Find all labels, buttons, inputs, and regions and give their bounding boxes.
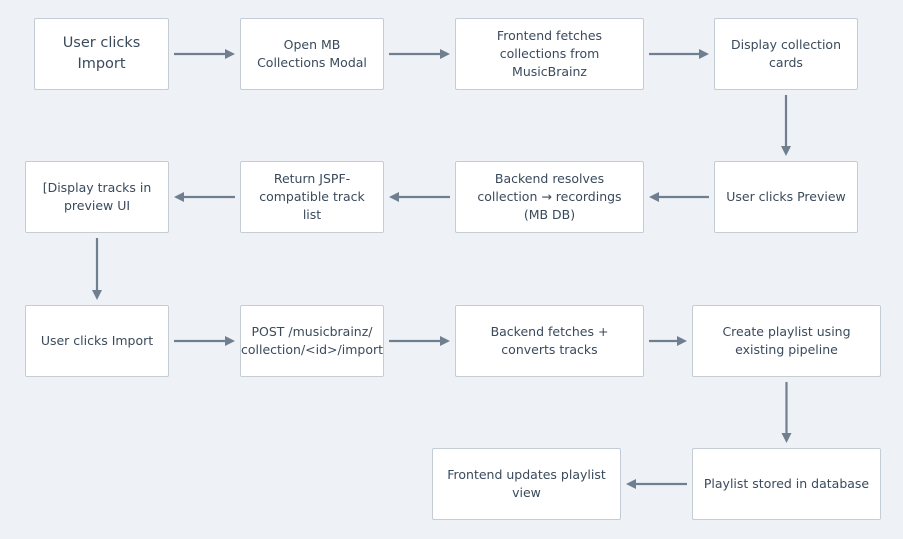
arrowhead-n8-to-n9 [92, 290, 102, 300]
arrowhead-n2-to-n3 [440, 49, 450, 59]
node-user-clicks-import-start: User clicks Import [34, 18, 169, 90]
arrowhead-n4-to-n5 [781, 146, 791, 156]
node-playlist-stored: Playlist stored in database [692, 448, 881, 520]
node-open-mb-collections-modal: Open MB Collections Modal [240, 18, 384, 90]
node-user-clicks-import: User clicks Import [25, 305, 169, 377]
node-post-import-endpoint: POST /musicbrainz/ collection/<id>/impor… [240, 305, 384, 377]
arrowhead-n12-to-n13 [781, 433, 792, 443]
arrowhead-n7-to-n8 [174, 192, 184, 202]
node-user-clicks-preview: User clicks Preview [714, 161, 858, 233]
arrowhead-n13-to-n14 [626, 479, 636, 489]
node-create-playlist: Create playlist using existing pipeline [692, 305, 881, 377]
node-return-jspf-track-list: Return JSPF-compatible track list [240, 161, 384, 233]
node-display-collection-cards: Display collection cards [714, 18, 858, 90]
node-backend-resolves-collection: Backend resolves collection → recordings… [455, 161, 644, 233]
node-display-tracks-preview: [Display tracks in preview UI [25, 161, 169, 233]
node-backend-fetches-converts: Backend fetches + converts tracks [455, 305, 644, 377]
arrowhead-n5-to-n6 [649, 192, 659, 202]
arrowhead-n9-to-n10 [225, 336, 235, 346]
arrowhead-n6-to-n7 [389, 192, 399, 202]
arrowhead-n1-to-n2 [225, 49, 235, 59]
arrowhead-n10-to-n11 [440, 336, 450, 346]
node-frontend-fetches-collections: Frontend fetches collections from MusicB… [455, 18, 644, 90]
node-frontend-updates-playlist: Frontend updates playlist view [432, 448, 621, 520]
arrowhead-n3-to-n4 [699, 49, 709, 59]
arrowhead-n11-to-n12 [677, 336, 687, 346]
